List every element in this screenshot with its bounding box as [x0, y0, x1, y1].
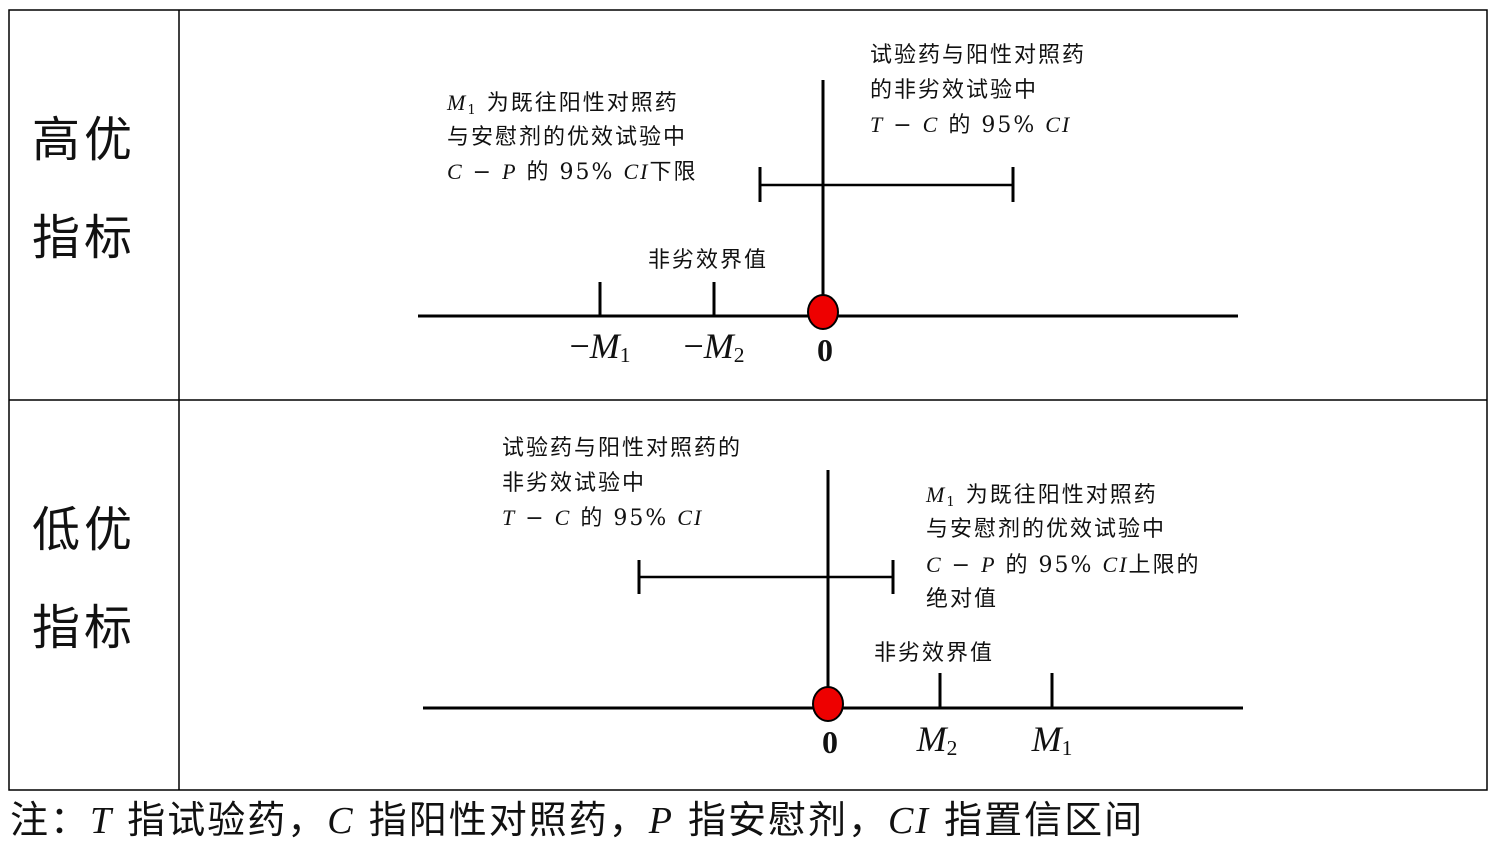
var-ci: CI [1102, 552, 1129, 577]
text: 的 95% [571, 506, 678, 531]
minus: − [516, 506, 555, 531]
top-m1-note-line3: C − P 的 95% CI下限 [447, 160, 697, 185]
var-ci: CI [623, 159, 650, 184]
minus: − [884, 113, 923, 138]
text: 指置信区间 [930, 798, 1145, 842]
var-p: P [648, 800, 674, 842]
top-tick-label-m2: −M2 [683, 328, 744, 373]
text: 的 95% [517, 160, 624, 185]
var-m: M [916, 719, 947, 759]
text: 的 95% [996, 553, 1103, 578]
subscript: 1 [619, 343, 631, 367]
top-tick-label-m1: −M1 [569, 328, 630, 373]
bottom-zero-point [812, 686, 844, 722]
text: 上限的 [1128, 553, 1201, 578]
top-ci-note-line3: T − C 的 95% CI [870, 113, 1071, 138]
subscript: 2 [946, 736, 958, 760]
var-m: M [926, 482, 947, 507]
bottom-m1-note-line3: C − P 的 95% CI上限的 [926, 553, 1200, 578]
var-m: M [1031, 719, 1062, 759]
var-t: T [90, 800, 114, 842]
var-ci: CI [1045, 112, 1072, 137]
bottom-tick-label-m2: M2 [917, 721, 958, 766]
var-ci: CI [677, 505, 704, 530]
text: 为既往阳性对照药 [477, 91, 679, 116]
subscript: 1 [946, 495, 957, 510]
var-p: P [981, 552, 997, 577]
var-m: M [447, 90, 468, 115]
text: 指阳性对照药， [354, 798, 649, 842]
var-c: C [447, 159, 464, 184]
sign: − [683, 326, 704, 366]
bottom-ci-note-line2: 非劣效试验中 [502, 471, 647, 496]
minus: − [463, 160, 503, 185]
subscript: 1 [1061, 736, 1073, 760]
subscript: 1 [467, 103, 478, 118]
top-side-label-2: 指标 [32, 210, 137, 266]
top-side-label-1: 高优 [32, 112, 137, 168]
top-ci-note-line1: 试验药与阳性对照药 [870, 43, 1087, 68]
bottom-tick-label-m1: M1 [1032, 721, 1073, 766]
bottom-ci-note-line3: T − C 的 95% CI [502, 506, 703, 531]
var-c: C [554, 505, 572, 530]
top-margin-label: 非劣效界值 [648, 248, 769, 273]
var-p: P [502, 159, 518, 184]
bottom-margin-label: 非劣效界值 [874, 641, 995, 666]
sign: − [569, 326, 590, 366]
text: 为既往阳性对照药 [956, 483, 1158, 508]
text: 下限 [649, 160, 698, 185]
text: 指安慰剂， [673, 798, 889, 842]
top-zero-point [807, 294, 839, 330]
var-t: T [502, 505, 517, 530]
var-c: C [926, 552, 943, 577]
text: 指试验药， [113, 798, 328, 842]
bottom-m1-note-line4: 绝对值 [926, 587, 999, 612]
var-m: M [703, 326, 734, 366]
bottom-zero-label: 0 [822, 724, 838, 760]
subscript: 2 [733, 343, 745, 367]
bottom-side-label-1: 低优 [32, 502, 137, 558]
footnote: 注：T 指试验药，C 指阳性对照药，P 指安慰剂，CI 指置信区间 [10, 798, 1144, 843]
var-c: C [922, 112, 940, 137]
bottom-m1-note-line1: M1 为既往阳性对照药 [926, 483, 1158, 515]
var-t: T [870, 112, 885, 137]
var-ci: CI [888, 800, 931, 842]
top-m1-note-line2: 与安慰剂的优效试验中 [447, 125, 688, 150]
bottom-ci-note-line1: 试验药与阳性对照药的 [502, 436, 743, 461]
top-ci-note-line2: 的非劣效试验中 [870, 78, 1039, 103]
top-zero-label: 0 [817, 332, 833, 368]
minus: − [942, 553, 982, 578]
bottom-m1-note-line2: 与安慰剂的优效试验中 [926, 517, 1167, 542]
var-c: C [327, 800, 355, 842]
footnote-prefix: 注： [10, 798, 91, 842]
bottom-side-label-2: 指标 [32, 600, 137, 656]
var-m: M [589, 326, 620, 366]
text: 的 95% [939, 113, 1046, 138]
top-m1-note-line1: M1 为既往阳性对照药 [447, 91, 679, 123]
